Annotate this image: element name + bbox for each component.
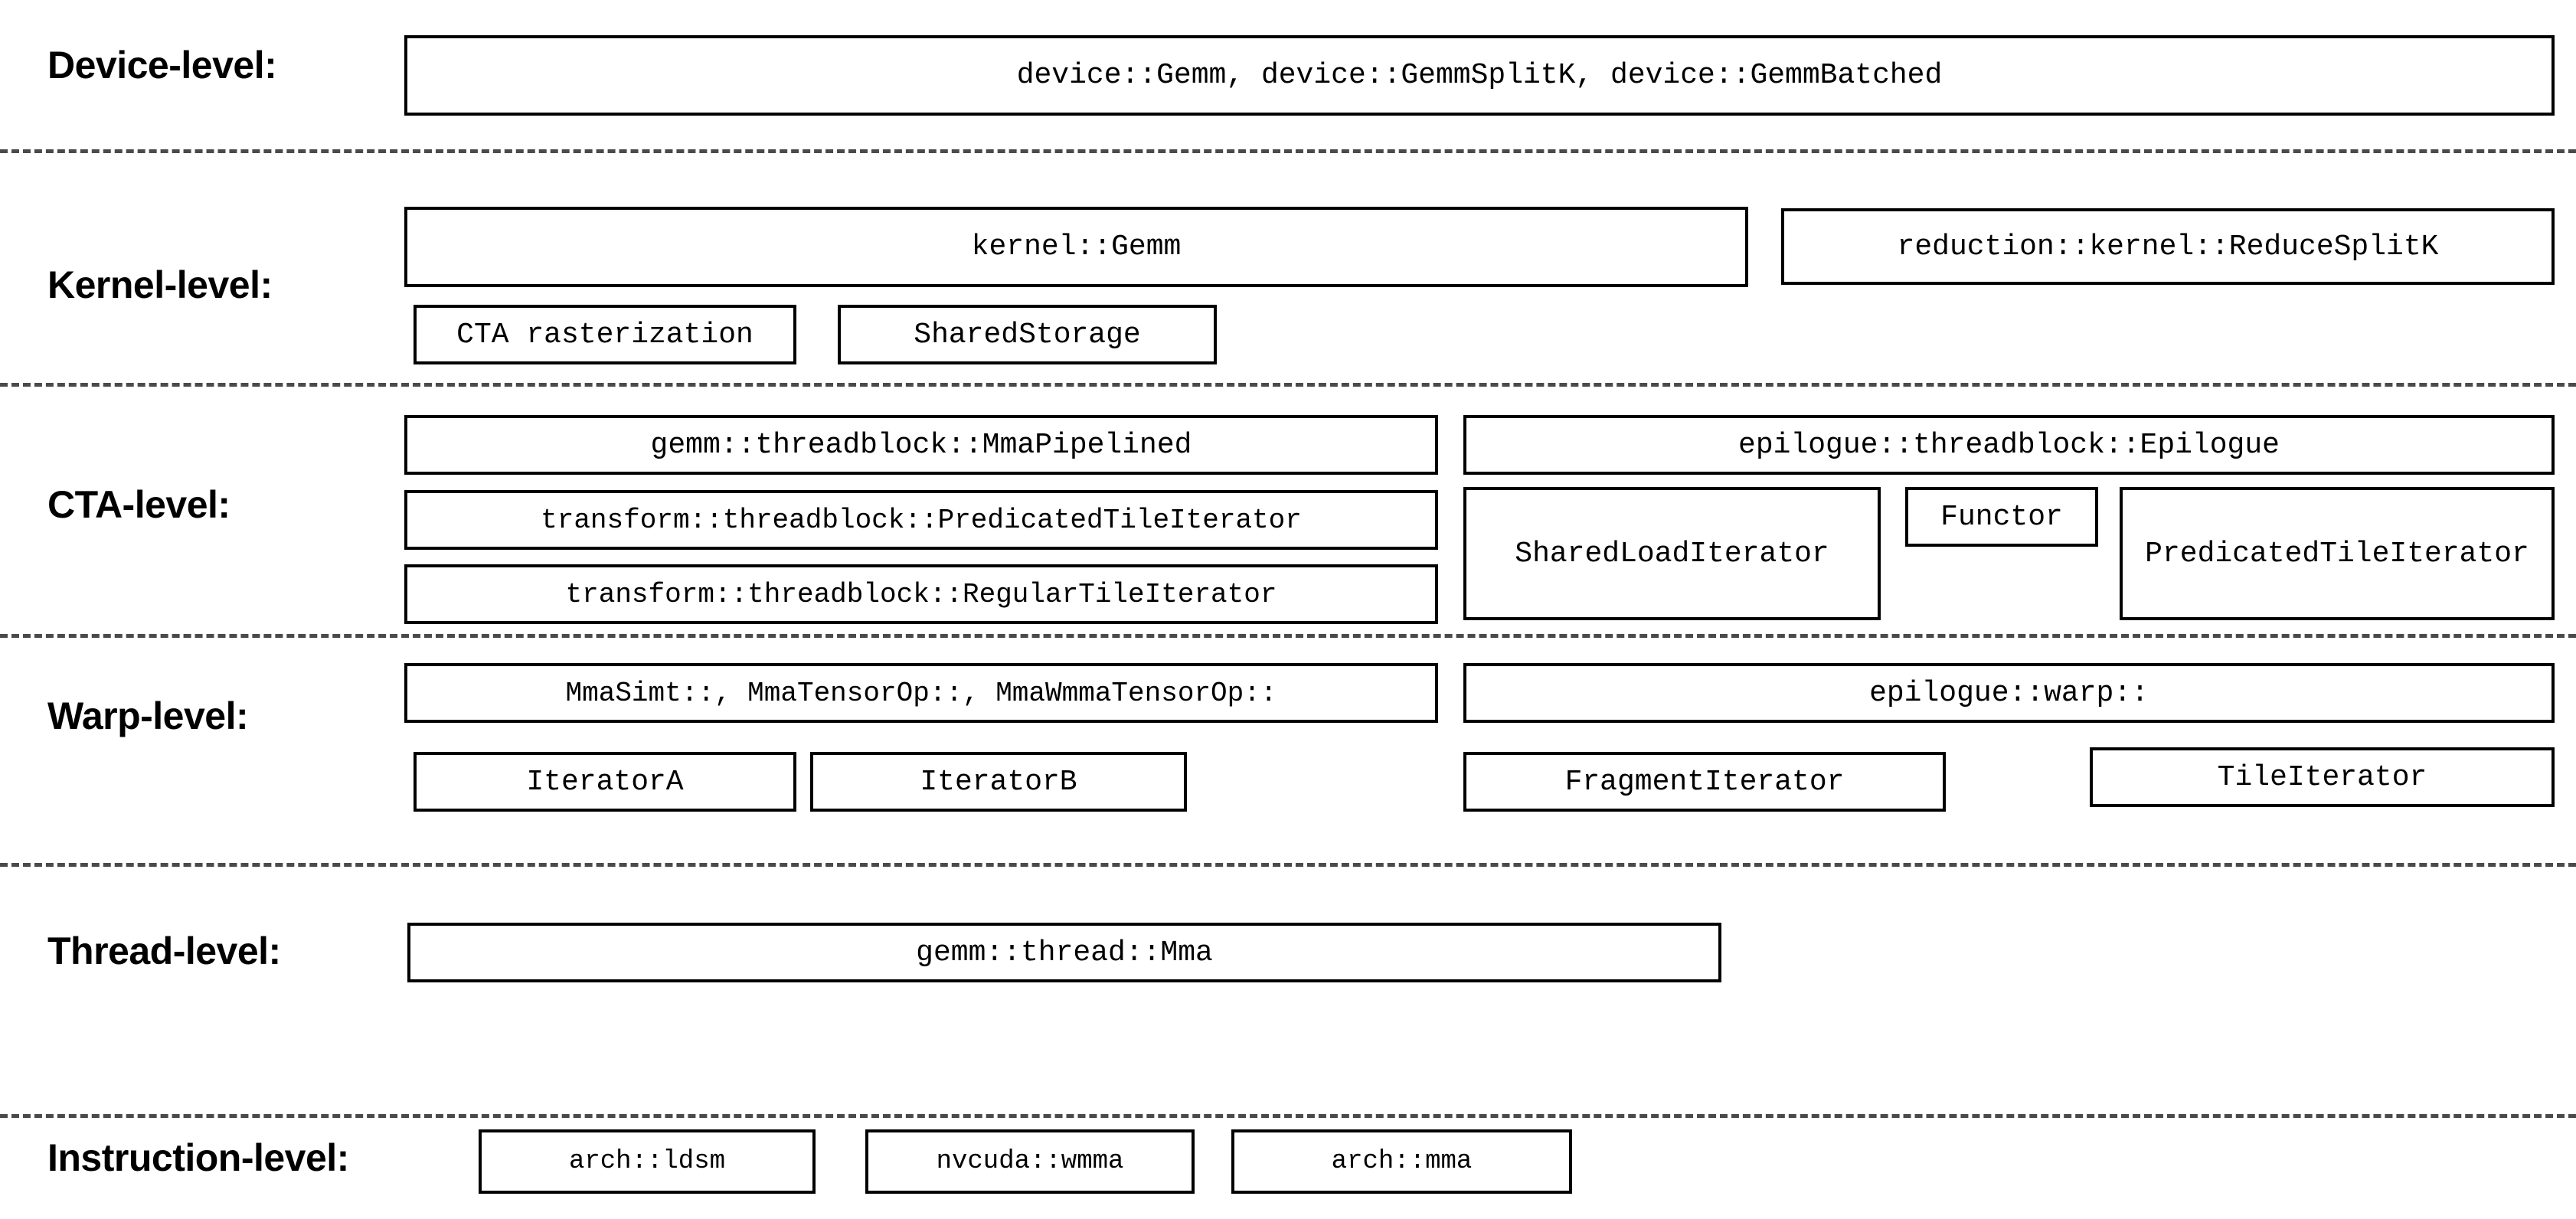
separator-warp-thread [0, 863, 2576, 867]
level-label-kernel: Kernel-level: [47, 263, 273, 306]
box-transform-threadblock-regulartileiterator[interactable]: transform::threadblock::RegularTileItera… [404, 564, 1438, 624]
box-warp-mma-ops[interactable]: MmaSimt::, MmaTensorOp::, MmaWmmaTensorO… [404, 663, 1438, 723]
box-iterator-a[interactable]: IteratorA [414, 752, 796, 812]
box-epilogue-warp[interactable]: epilogue::warp:: [1463, 663, 2555, 723]
box-predicatedtileiterator-epilogue[interactable]: PredicatedTileIterator [2120, 487, 2555, 620]
box-arch-mma[interactable]: arch::mma [1231, 1129, 1572, 1194]
box-sharedstorage[interactable]: SharedStorage [838, 305, 1217, 364]
box-tileiterator[interactable]: TileIterator [2090, 747, 2555, 807]
box-fragmentiterator[interactable]: FragmentIterator [1463, 752, 1946, 812]
box-gemm-thread-mma[interactable]: gemm::thread::Mma [407, 923, 1721, 982]
box-epilogue-threadblock-epilogue[interactable]: epilogue::threadblock::Epilogue [1463, 415, 2555, 475]
box-sharedloaditerator[interactable]: SharedLoadIterator [1463, 487, 1881, 620]
level-label-warp: Warp-level: [47, 694, 249, 737]
separator-kernel-cta [0, 383, 2576, 387]
level-label-device: Device-level: [47, 44, 277, 87]
box-device-gemm[interactable]: device::Gemm, device::GemmSplitK, device… [404, 35, 2555, 116]
box-nvcuda-wmma[interactable]: nvcuda::wmma [865, 1129, 1195, 1194]
separator-thread-instruction [0, 1114, 2576, 1118]
box-cta-rasterization[interactable]: CTA rasterization [414, 305, 796, 364]
box-iterator-b[interactable]: IteratorB [810, 752, 1187, 812]
level-label-thread: Thread-level: [47, 930, 281, 972]
box-kernel-gemm[interactable]: kernel::Gemm [404, 207, 1748, 287]
box-transform-threadblock-predicatedtileiterator[interactable]: transform::threadblock::PredicatedTileIt… [404, 490, 1438, 550]
level-label-instruction: Instruction-level: [47, 1136, 349, 1179]
box-reduction-kernel-reducesplitk[interactable]: reduction::kernel::ReduceSplitK [1781, 208, 2555, 285]
level-label-cta: CTA-level: [47, 483, 230, 526]
separator-device-kernel [0, 149, 2576, 153]
box-arch-ldsm[interactable]: arch::ldsm [479, 1129, 816, 1194]
separator-cta-warp [0, 634, 2576, 638]
box-gemm-threadblock-mmapipelined[interactable]: gemm::threadblock::MmaPipelined [404, 415, 1438, 475]
box-functor[interactable]: Functor [1905, 487, 2098, 547]
